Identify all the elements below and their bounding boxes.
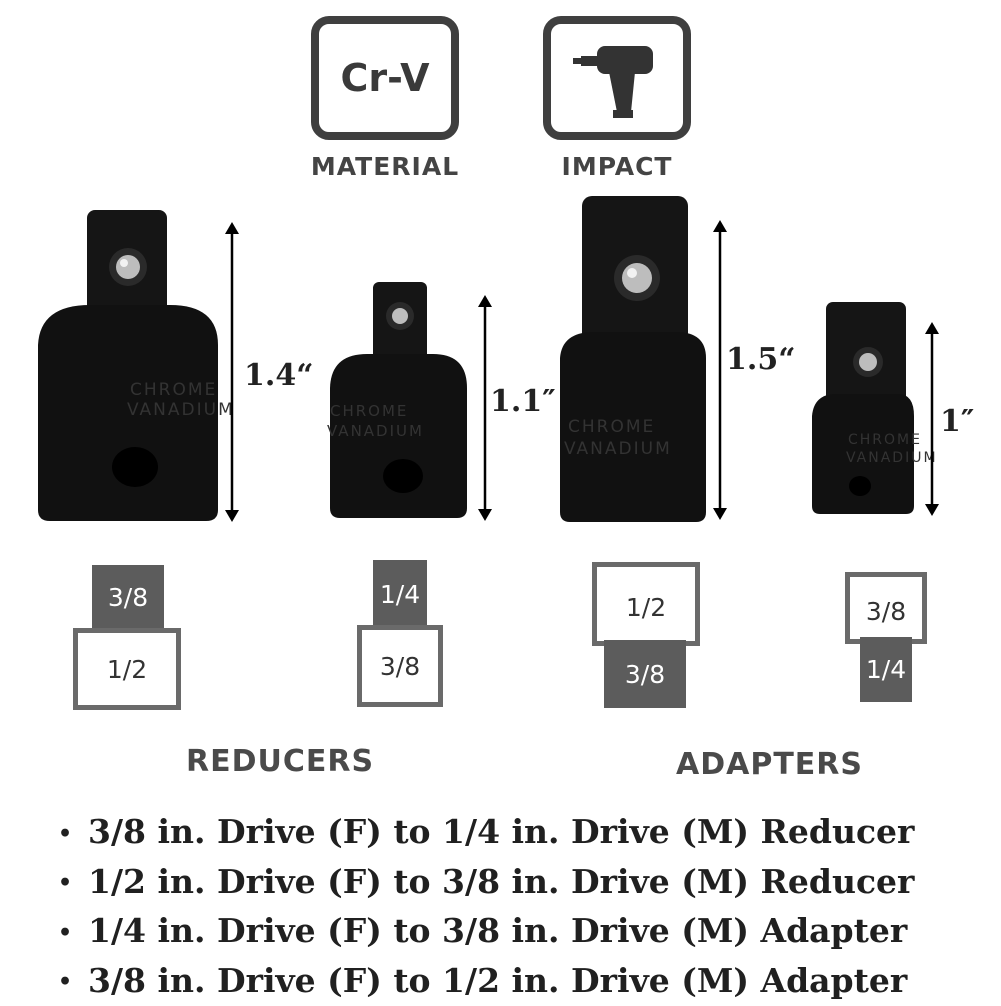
- material-caption: MATERIAL: [300, 152, 470, 181]
- size-square-bottom: 1/2: [73, 628, 181, 710]
- size-square-top: 3/8: [92, 565, 164, 630]
- size-square-bottom: 3/8: [604, 640, 686, 708]
- list-item: •3/8 in. Drive (F) to 1/2 in. Drive (M) …: [58, 957, 914, 1006]
- size-square-top: 1/2: [592, 562, 700, 646]
- material-badge: Cr-V: [311, 16, 459, 140]
- height-label: 1.5“: [726, 342, 795, 377]
- bullet-icon: •: [58, 860, 88, 907]
- bullet-icon: •: [58, 910, 88, 957]
- height-arrow: [225, 222, 239, 522]
- list-item: •3/8 in. Drive (F) to 1/4 in. Drive (M) …: [58, 808, 914, 858]
- reducers-title: REDUCERS: [186, 744, 374, 779]
- engraving-bottom: VANADIUM: [846, 450, 938, 466]
- height-arrow: [925, 322, 939, 516]
- impact-wrench-icon: [551, 24, 683, 132]
- adapters-title: ADAPTERS: [676, 747, 863, 782]
- list-item: •1/2 in. Drive (F) to 3/8 in. Drive (M) …: [58, 858, 914, 908]
- adapter-3-8-to-1-2-image: CHROME VANADIUM: [808, 298, 918, 518]
- product-bullet-list: •3/8 in. Drive (F) to 1/4 in. Drive (M) …: [58, 808, 914, 1006]
- list-item: •1/4 in. Drive (F) to 3/8 in. Drive (M) …: [58, 907, 914, 957]
- height-label: 1.4“: [244, 358, 313, 393]
- impact-caption: IMPACT: [532, 152, 702, 181]
- engraving-top: CHROME: [330, 402, 408, 420]
- impact-badge: [543, 16, 691, 140]
- reducer-1-2-to-3-8-image: CHROME VANADIUM: [325, 278, 475, 523]
- bullet-icon: •: [58, 811, 88, 858]
- size-square-top: 3/8: [845, 572, 927, 644]
- engraving-top: CHROME: [568, 417, 655, 437]
- engraving-bottom: VANADIUM: [127, 400, 235, 420]
- height-arrow: [713, 220, 727, 520]
- adapter-1-4-to-3-8-image: CHROME VANADIUM: [554, 192, 714, 527]
- bullet-icon: •: [58, 959, 88, 1006]
- size-square-bottom: 1/4: [860, 637, 912, 702]
- engraving-top: CHROME: [848, 432, 922, 448]
- size-square-top: 1/4: [373, 560, 427, 628]
- material-badge-text: Cr-V: [319, 56, 451, 100]
- height-label: 1.1″: [490, 384, 556, 419]
- reducer-3-8-to-1-4-image: CHROME VANADIUM: [30, 205, 230, 525]
- engraving-bottom: VANADIUM: [564, 439, 672, 459]
- height-label: 1″: [940, 404, 974, 439]
- engraving-bottom: VANADIUM: [327, 422, 424, 440]
- engraving-top: CHROME: [130, 380, 217, 400]
- size-square-bottom: 3/8: [357, 625, 443, 707]
